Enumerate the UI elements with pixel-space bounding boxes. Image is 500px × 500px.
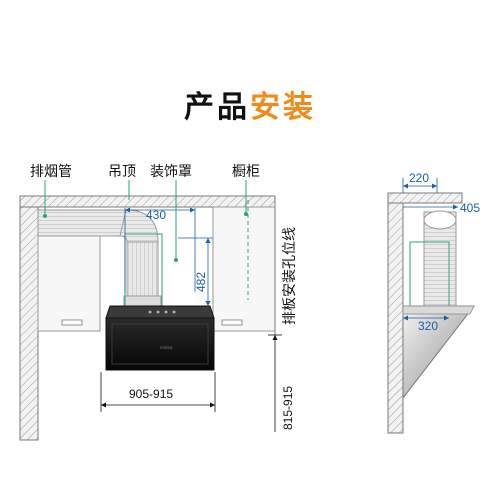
cabinet-block (212, 206, 276, 332)
page-title: 产品安装 (0, 88, 500, 128)
dimension-905-915: 905-915 (129, 387, 173, 401)
cabinet-handle (221, 319, 243, 326)
dimension-220: 220 (409, 171, 429, 185)
hood-top (105, 305, 215, 319)
front-view: midea 430 482 905-915 (19, 164, 298, 441)
ceiling-slab (19, 195, 276, 208)
left-wall (19, 195, 39, 441)
left-cabinet-block (37, 223, 101, 332)
dimension-482: 482 (194, 272, 208, 292)
side-wall (387, 192, 404, 434)
side-view: 220 405 320 (387, 171, 480, 434)
label-ceiling: 吊顶 (108, 164, 136, 180)
left-cabinet-handle (61, 319, 83, 326)
dimension-320: 320 (418, 319, 438, 333)
title-part-install: 安装 (250, 90, 316, 125)
label-cabinet: 橱柜 (232, 164, 260, 180)
svg-text:midea: midea (160, 345, 173, 350)
range-hood-panel (105, 317, 215, 371)
label-decorative-cover: 装饰罩 (150, 164, 192, 180)
side-ceiling (387, 192, 463, 204)
dimension-405: 405 (460, 201, 480, 215)
dimension-430: 430 (146, 208, 166, 222)
title-part-product: 产品 (184, 90, 250, 125)
label-exhaust-pipe: 排烟管 (30, 164, 72, 180)
side-range-hood (402, 305, 476, 400)
label-exhaust-hole: 排板安装孔位线 (282, 227, 298, 325)
dimension-815-915: 815-915 (281, 386, 295, 430)
